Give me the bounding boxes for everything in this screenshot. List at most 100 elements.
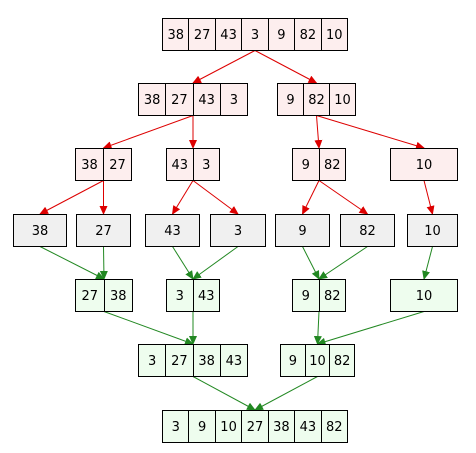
cell-value: 38 <box>198 354 215 369</box>
cell-value: 27 <box>194 28 211 43</box>
cell-value: 38 <box>110 289 127 304</box>
cell-value: 38 <box>167 28 184 43</box>
cell-value: 43 <box>198 289 215 304</box>
split-arrow <box>314 115 323 149</box>
merge-arrow <box>172 246 194 280</box>
cell-value: 82 <box>324 289 341 304</box>
node-box <box>162 410 348 443</box>
cell-value: 43 <box>226 354 243 369</box>
cell-value: 38 <box>81 158 98 173</box>
split-node: 9 82 <box>292 148 346 181</box>
cell-value: 43 <box>164 224 181 239</box>
leaf-node: 43 <box>145 214 200 247</box>
merge-arrow <box>39 246 105 280</box>
cell-value: 9 <box>277 28 285 43</box>
cell-value: 43 <box>220 28 237 43</box>
node-box <box>13 214 67 247</box>
cell-value: 3 <box>202 158 210 173</box>
cell-value: 3 <box>176 289 184 304</box>
cell-value: 10 <box>334 93 351 108</box>
cell-value: 38 <box>273 420 290 435</box>
cell-value: 82 <box>300 28 317 43</box>
cell-value: 27 <box>171 354 188 369</box>
cell-value: 82 <box>324 158 341 173</box>
cell-value: 27 <box>247 420 264 435</box>
merge-node: 10 <box>390 279 458 312</box>
cell-value: 3 <box>230 93 238 108</box>
node-box <box>340 214 395 247</box>
node-box <box>277 83 356 116</box>
split-arrow <box>192 180 239 215</box>
cell-value: 9 <box>289 354 297 369</box>
cell-value: 82 <box>308 93 325 108</box>
leaf-node: 38 <box>13 214 67 247</box>
leaf-node: 27 <box>76 214 131 247</box>
split-arrow <box>102 115 194 150</box>
cell-value: 27 <box>109 158 126 173</box>
cell-value: 10 <box>416 158 433 173</box>
merge-arrow <box>422 246 433 280</box>
cell-value: 38 <box>32 224 49 239</box>
merge-arrow <box>318 246 368 280</box>
node-box <box>280 344 355 377</box>
node-box <box>145 214 200 247</box>
leaf-node: 9 <box>275 214 330 247</box>
split-arrow <box>302 180 320 215</box>
node-box <box>76 214 131 247</box>
split-node: 38 27 43 3 9 82 10 <box>162 18 348 51</box>
split-node: 38 27 <box>75 148 132 181</box>
cell-value: 10 <box>326 28 343 43</box>
split-node: 9 82 10 <box>277 83 356 116</box>
split-arrow <box>254 50 318 84</box>
merge-node: 27 38 <box>75 279 133 312</box>
cell-value: 10 <box>309 354 326 369</box>
merge-arrow <box>254 376 318 411</box>
split-arrow <box>316 115 425 150</box>
split-node: 10 <box>390 148 458 181</box>
leaf-node: 10 <box>407 214 458 247</box>
merge-arrow <box>316 311 425 346</box>
cell-value: 27 <box>171 93 188 108</box>
cell-value: 27 <box>81 289 98 304</box>
leaf-node: 3 <box>210 214 266 247</box>
cell-value: 38 <box>144 93 161 108</box>
merge-arrow <box>313 311 322 345</box>
cell-value: 10 <box>424 224 441 239</box>
node-box <box>210 214 266 247</box>
split-arrow <box>39 180 104 215</box>
cell-value: 82 <box>359 224 376 239</box>
merge-arrow <box>103 311 194 346</box>
node-box <box>390 148 458 181</box>
merge-arrow <box>192 376 256 411</box>
merge-arrow <box>99 246 108 280</box>
cell-value: 27 <box>95 224 112 239</box>
merge-node: 3 27 38 43 <box>138 344 248 377</box>
merge-arrow <box>192 246 239 280</box>
cell-value: 3 <box>172 420 180 435</box>
cell-value: 9 <box>286 93 294 108</box>
cell-value: 82 <box>326 420 343 435</box>
node-box <box>275 214 330 247</box>
cell-value: 9 <box>198 420 206 435</box>
cell-value: 3 <box>251 28 259 43</box>
leaf-node: 82 <box>340 214 395 247</box>
edges-layer <box>39 50 435 411</box>
split-arrow <box>423 180 435 215</box>
merge-arrow <box>302 246 320 280</box>
split-arrow <box>318 180 369 215</box>
cell-value: 9 <box>298 224 306 239</box>
node-box <box>162 18 348 51</box>
node-box <box>407 214 458 247</box>
split-arrow <box>192 50 256 84</box>
cell-value: 3 <box>148 354 156 369</box>
cell-value: 9 <box>302 158 310 173</box>
cell-value: 10 <box>220 420 237 435</box>
cell-value: 10 <box>416 289 433 304</box>
